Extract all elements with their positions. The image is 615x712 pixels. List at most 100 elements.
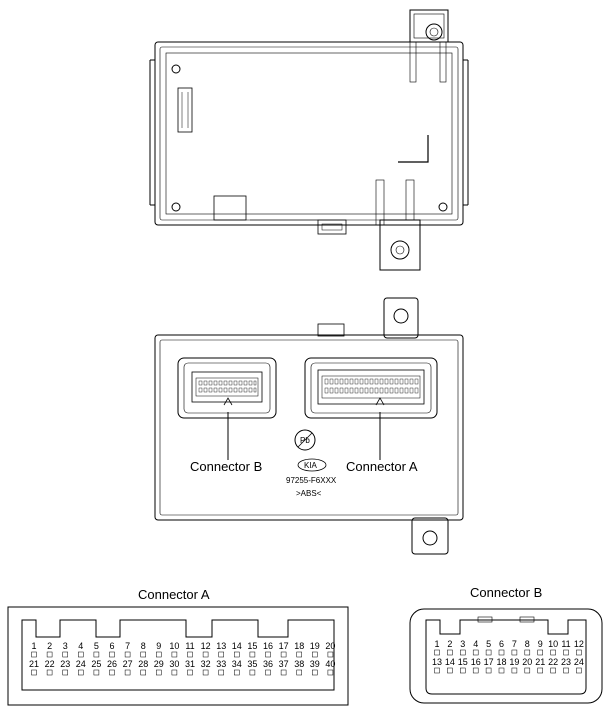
pin-number: 14 (232, 641, 242, 651)
pin-number: 7 (125, 641, 130, 651)
pin-number: 37 (279, 659, 289, 669)
pin-terminal (265, 669, 271, 676)
pin-terminal (93, 651, 100, 658)
pin-terminal (472, 667, 479, 674)
pin-number: 32 (201, 659, 211, 669)
screw-hole-icon (438, 202, 448, 212)
pin-number: 11 (561, 639, 570, 649)
pin-number: 29 (154, 659, 164, 669)
pin-terminal (46, 651, 53, 658)
pin-number: 1 (31, 641, 36, 651)
pin-terminal (187, 651, 193, 658)
pin-number: 16 (471, 657, 481, 667)
top-housing-plate (165, 52, 453, 215)
brand-marking: KIA (304, 461, 318, 470)
pin-number: 20 (325, 641, 335, 651)
pin-terminal (280, 651, 287, 658)
label-connector-a: Connector A (346, 459, 418, 474)
pin-number: 2 (47, 641, 52, 651)
pin-terminal (78, 651, 84, 658)
pin-number: 5 (486, 639, 491, 649)
pin-number: 11 (185, 641, 194, 651)
pin-number: 10 (548, 639, 558, 649)
pin-number: 9 (538, 639, 543, 649)
connector-b-outline (409, 608, 603, 704)
pin-number: 7 (512, 639, 517, 649)
pin-number: 2 (447, 639, 452, 649)
pin-number: 23 (561, 657, 571, 667)
top-connector-slot (177, 87, 193, 133)
pin-terminal (498, 667, 505, 674)
pin-terminal (265, 651, 271, 658)
pin-terminal (156, 651, 162, 658)
part-number-marking: 97255-F6XXX (286, 476, 337, 485)
pin-terminal (472, 649, 479, 656)
pin-terminal (537, 667, 543, 674)
pin-number: 34 (232, 659, 242, 669)
pin-number: 24 (574, 657, 584, 667)
pin-terminal (218, 651, 224, 658)
pin-number: 9 (156, 641, 161, 651)
pb-marking: Pb (300, 436, 310, 445)
pin-number: 3 (460, 639, 465, 649)
pin-number: 35 (247, 659, 257, 669)
pin-number: 18 (294, 641, 304, 651)
kia-logo-icon (297, 458, 327, 472)
pin-number: 24 (76, 659, 86, 669)
top-housing-outline (154, 41, 464, 226)
pin-number: 31 (185, 659, 195, 669)
pin-number: 30 (169, 659, 179, 669)
pin-number: 3 (63, 641, 68, 651)
pin-terminal (140, 651, 146, 658)
pin-terminal (46, 669, 53, 676)
pin-terminal (249, 669, 256, 676)
pin-number: 21 (535, 657, 545, 667)
pin-number: 19 (310, 641, 320, 651)
pin-terminal (202, 651, 209, 658)
pin-terminal (140, 669, 146, 676)
mount-hole-icon (425, 23, 443, 41)
pin-terminal (312, 651, 318, 658)
pin-number: 40 (325, 659, 335, 669)
pin-terminal (460, 649, 466, 656)
pin-number: 4 (473, 639, 478, 649)
top-housing-inner (159, 46, 459, 221)
pin-terminal (524, 649, 531, 656)
pin-terminal (485, 649, 492, 656)
material-marking: >ABS< (296, 489, 322, 498)
pin-number: 14 (445, 657, 455, 667)
pin-number: 25 (91, 659, 101, 669)
connector-a-face (7, 606, 349, 706)
pin-terminal (234, 651, 240, 658)
pin-number: 8 (141, 641, 146, 651)
connector-a-title: Connector A (138, 587, 210, 602)
pin-number: 6 (109, 641, 114, 651)
module-top-view (149, 9, 469, 271)
mount-hole-icon (390, 240, 410, 260)
pin-number: 16 (263, 641, 273, 651)
pin-terminal (62, 669, 68, 676)
pin-terminal (524, 667, 531, 674)
pin-number: 10 (169, 641, 179, 651)
screw-hole-icon (171, 202, 181, 212)
pin-number: 39 (310, 659, 320, 669)
pin-number: 1 (434, 639, 439, 649)
pin-number: 8 (525, 639, 530, 649)
pin-number: 13 (432, 657, 442, 667)
pin-terminal (485, 667, 492, 674)
top-mount-bracket (409, 9, 449, 43)
pin-terminal (218, 669, 224, 676)
pin-terminal (447, 667, 453, 674)
pin-number: 28 (138, 659, 148, 669)
pin-terminal (312, 669, 318, 676)
pin-number: 36 (263, 659, 273, 669)
front-top-mount (383, 297, 419, 339)
pin-number: 15 (458, 657, 468, 667)
connector-b-face (409, 608, 603, 704)
bottom-latch (317, 219, 347, 235)
pin-terminal (296, 669, 302, 676)
pb-free-icon (294, 429, 316, 451)
pin-terminal (78, 669, 84, 676)
